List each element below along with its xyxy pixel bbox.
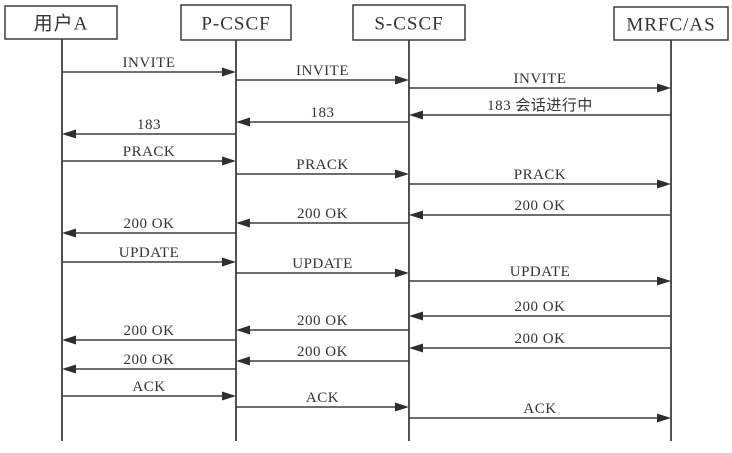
message-label: 200 OK <box>515 331 566 347</box>
message-arrowhead <box>657 179 671 189</box>
message-label: 200 OK <box>124 216 175 232</box>
actor-label-p_cscf: P-CSCF <box>201 14 270 35</box>
message-arrowhead <box>657 413 671 423</box>
message-label: ACK <box>523 401 556 417</box>
message-label: 200 OK <box>515 299 566 315</box>
message-arrowhead <box>62 228 76 238</box>
actor-box-user_a <box>4 5 118 40</box>
message-arrowhead <box>236 117 250 127</box>
message-label: UPDATE <box>510 264 571 280</box>
message-arrowhead <box>395 402 409 412</box>
message-label: 183 会话进行中 <box>487 97 593 114</box>
message-label: 200 OK <box>297 206 348 222</box>
actor-box-p_cscf <box>180 4 292 41</box>
message-label: INVITE <box>296 63 349 79</box>
message-label: PRACK <box>123 144 176 160</box>
message-label: PRACK <box>514 167 567 183</box>
message-label: ACK <box>132 379 165 395</box>
message-arrowhead <box>62 335 76 345</box>
message-label: 200 OK <box>297 344 348 360</box>
actor-label-mrfc_as: MRFC/AS <box>626 15 715 36</box>
message-arrowhead <box>409 110 423 120</box>
message-arrowhead <box>62 129 76 139</box>
message-arrowhead <box>222 67 236 77</box>
message-label: 183 <box>137 117 161 133</box>
message-label: 200 OK <box>297 313 348 329</box>
actor-label-user_a: 用户A <box>34 13 89 35</box>
message-arrowhead <box>62 364 76 374</box>
message-arrowhead <box>222 391 236 401</box>
message-label: PRACK <box>296 157 349 173</box>
message-arrowhead <box>395 169 409 179</box>
message-arrowhead <box>236 356 250 366</box>
message-arrowhead <box>236 218 250 228</box>
message-arrowhead <box>395 75 409 85</box>
message-arrowhead <box>409 210 423 220</box>
message-arrowhead <box>222 156 236 166</box>
message-label: UPDATE <box>119 245 180 261</box>
message-label: INVITE <box>514 71 567 87</box>
message-arrowhead <box>395 268 409 278</box>
message-arrowhead <box>222 257 236 267</box>
message-arrowhead <box>236 325 250 335</box>
actor-label-s_cscf: S-CSCF <box>374 14 443 35</box>
message-arrowhead <box>657 276 671 286</box>
message-label: ACK <box>306 390 339 406</box>
actor-box-mrfc_as <box>613 6 729 41</box>
actor-box-s_cscf <box>352 4 466 41</box>
message-arrowhead <box>657 83 671 93</box>
message-label: INVITE <box>123 55 176 71</box>
message-arrowhead <box>409 343 423 353</box>
message-label: 200 OK <box>515 198 566 214</box>
message-label: 200 OK <box>124 352 175 368</box>
message-label: UPDATE <box>292 256 353 272</box>
message-label: 183 <box>311 105 335 121</box>
message-arrowhead <box>409 311 423 321</box>
message-label: 200 OK <box>124 323 175 339</box>
